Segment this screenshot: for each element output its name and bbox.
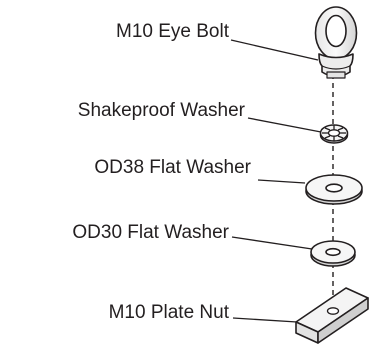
leader-lines (230, 39, 322, 323)
leader-shakeproof (247, 117, 322, 133)
leader-eye-bolt (230, 39, 319, 61)
leader-od30 (231, 236, 313, 250)
shakeproof-washer-part (319, 124, 349, 144)
od30-flat-washer-part (310, 240, 356, 267)
label-plate-nut: M10 Plate Nut (109, 302, 230, 323)
leader-plate-nut (232, 317, 298, 323)
label-shakeproof-washer: Shakeproof Washer (78, 100, 246, 121)
eye-bolt-part (314, 6, 358, 79)
label-od30-washer: OD30 Flat Washer (72, 222, 229, 243)
od38-flat-washer-part (305, 174, 363, 205)
label-eye-bolt: M10 Eye Bolt (116, 21, 230, 42)
plate-nut-part (295, 287, 369, 344)
leader-od38 (257, 179, 306, 184)
label-od38-washer: OD38 Flat Washer (94, 157, 251, 178)
